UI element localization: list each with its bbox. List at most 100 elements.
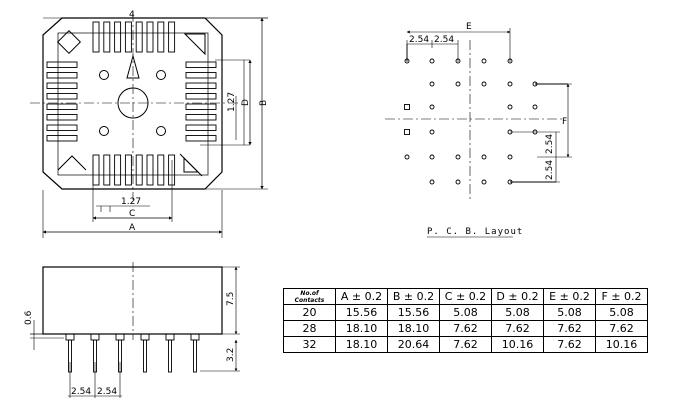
corner-diamond-tl xyxy=(56,29,82,55)
side-height-label: 7.5 xyxy=(226,292,236,306)
value-cell: 18.10 xyxy=(335,336,388,353)
value-cell: 5.08 xyxy=(595,304,648,321)
left-contact xyxy=(46,114,78,121)
pcb-hole xyxy=(507,58,513,64)
table-row: 20 15.56 15.56 5.08 5.08 5.08 5.08 xyxy=(283,304,648,321)
dim-b-label: B xyxy=(259,100,269,106)
side-pin-shoulder xyxy=(90,333,100,341)
value-cell: 10.16 xyxy=(491,336,544,353)
col-header-c: C ± 0.2 xyxy=(439,288,492,305)
value-cell: 7.62 xyxy=(595,320,648,337)
side-pin-shoulder xyxy=(65,333,75,341)
dim-d-label: D xyxy=(241,99,251,106)
pcb-hole xyxy=(455,58,461,64)
value-cell: 5.08 xyxy=(543,304,596,321)
bottom-contact xyxy=(146,154,154,186)
pcb-pad-square xyxy=(404,129,410,135)
bottom-contact xyxy=(157,154,165,186)
bottom-contact xyxy=(124,154,132,186)
pcb-hole xyxy=(429,58,435,64)
contacts-header-line1: No.of xyxy=(300,289,319,297)
bottom-contact xyxy=(135,154,143,186)
pcb-hole xyxy=(532,129,538,135)
side-pin xyxy=(168,339,172,373)
col-header-d: D ± 0.2 xyxy=(491,288,544,305)
pcb-hole xyxy=(404,154,410,160)
corner-notch-bl xyxy=(57,155,87,171)
top-contact xyxy=(103,21,111,53)
side-pin-shoulder xyxy=(165,333,175,341)
pcb-hole xyxy=(429,179,435,185)
bottom-contact xyxy=(114,154,122,186)
right-contact xyxy=(185,124,217,131)
pcb-hole xyxy=(455,179,461,185)
value-cell: 5.08 xyxy=(491,304,544,321)
value-cell: 7.62 xyxy=(543,320,596,337)
pcb-layout xyxy=(385,28,572,200)
pcb-pad-square xyxy=(404,104,410,110)
dim-f-label: F xyxy=(562,117,567,127)
contacts-header: No.of Contacts xyxy=(283,288,336,305)
left-contact xyxy=(46,82,78,89)
pcb-pitch-side-2: 2.54 xyxy=(545,160,555,180)
value-cell: 15.56 xyxy=(387,304,440,321)
side-pitch-2-label: 2.54 xyxy=(97,387,117,397)
top-contact xyxy=(124,21,132,53)
left-contact xyxy=(46,93,78,100)
pcb-layout-title: P. C. B. Layout xyxy=(427,227,523,237)
pcb-hole xyxy=(455,81,461,87)
dim-a-label: A xyxy=(129,223,136,233)
value-cell: 7.62 xyxy=(543,336,596,353)
table-row: 28 18.10 18.10 7.62 7.62 7.62 7.62 xyxy=(283,320,648,337)
pcb-hole xyxy=(429,81,435,87)
top-view xyxy=(30,12,268,238)
pcb-hole xyxy=(481,179,487,185)
value-cell: 15.56 xyxy=(335,304,388,321)
bottom-contact xyxy=(92,154,100,186)
value-cell: 20.64 xyxy=(387,336,440,353)
side-view-body xyxy=(42,266,223,335)
col-header-e: E ± 0.2 xyxy=(543,288,596,305)
side-standoff-label: 0.6 xyxy=(24,310,34,325)
right-contact xyxy=(185,103,217,110)
value-cell: 18.10 xyxy=(335,320,388,337)
bottom-contact xyxy=(168,154,176,186)
pitch-horizontal-label: 1.27 xyxy=(121,197,141,207)
left-contact xyxy=(46,72,78,79)
dim-e-label: E xyxy=(466,22,472,32)
right-contact xyxy=(185,93,217,100)
corner-notch-tr xyxy=(183,33,206,56)
pcb-hole xyxy=(429,129,435,135)
pcb-hole xyxy=(532,104,538,110)
side-pin-shoulder xyxy=(115,333,125,341)
pin1-label: 4 xyxy=(129,10,135,20)
top-contact xyxy=(114,21,122,53)
pcb-hole xyxy=(507,104,513,110)
col-header-b: B ± 0.2 xyxy=(387,288,440,305)
top-contact xyxy=(168,21,176,53)
pcb-pitch-top-1: 2.54 xyxy=(409,35,429,45)
bottom-contact xyxy=(103,154,111,186)
pcb-hole xyxy=(429,104,435,110)
pcb-hole xyxy=(455,154,461,160)
right-contact xyxy=(185,114,217,121)
col-header-a: A ± 0.2 xyxy=(335,288,388,305)
top-contact xyxy=(92,21,100,53)
side-view xyxy=(30,262,240,398)
value-cell: 10.16 xyxy=(595,336,648,353)
contacts-cell: 28 xyxy=(283,320,336,337)
pcb-hole xyxy=(507,154,513,160)
table-header-row: No.of Contacts A ± 0.2 B ± 0.2 C ± 0.2 D… xyxy=(283,288,648,305)
left-contact xyxy=(46,135,78,142)
pcb-hole xyxy=(481,58,487,64)
dim-c-label: C xyxy=(129,209,135,219)
right-contact xyxy=(185,61,217,68)
left-contact xyxy=(46,124,78,131)
pcb-hole xyxy=(429,154,435,160)
side-pin-shoulder xyxy=(140,333,150,341)
table-row: 32 18.10 20.64 7.62 10.16 7.62 10.16 xyxy=(283,336,648,353)
contacts-cell: 20 xyxy=(283,304,336,321)
side-pin-shoulder xyxy=(190,333,200,341)
pcb-hole xyxy=(507,81,513,87)
